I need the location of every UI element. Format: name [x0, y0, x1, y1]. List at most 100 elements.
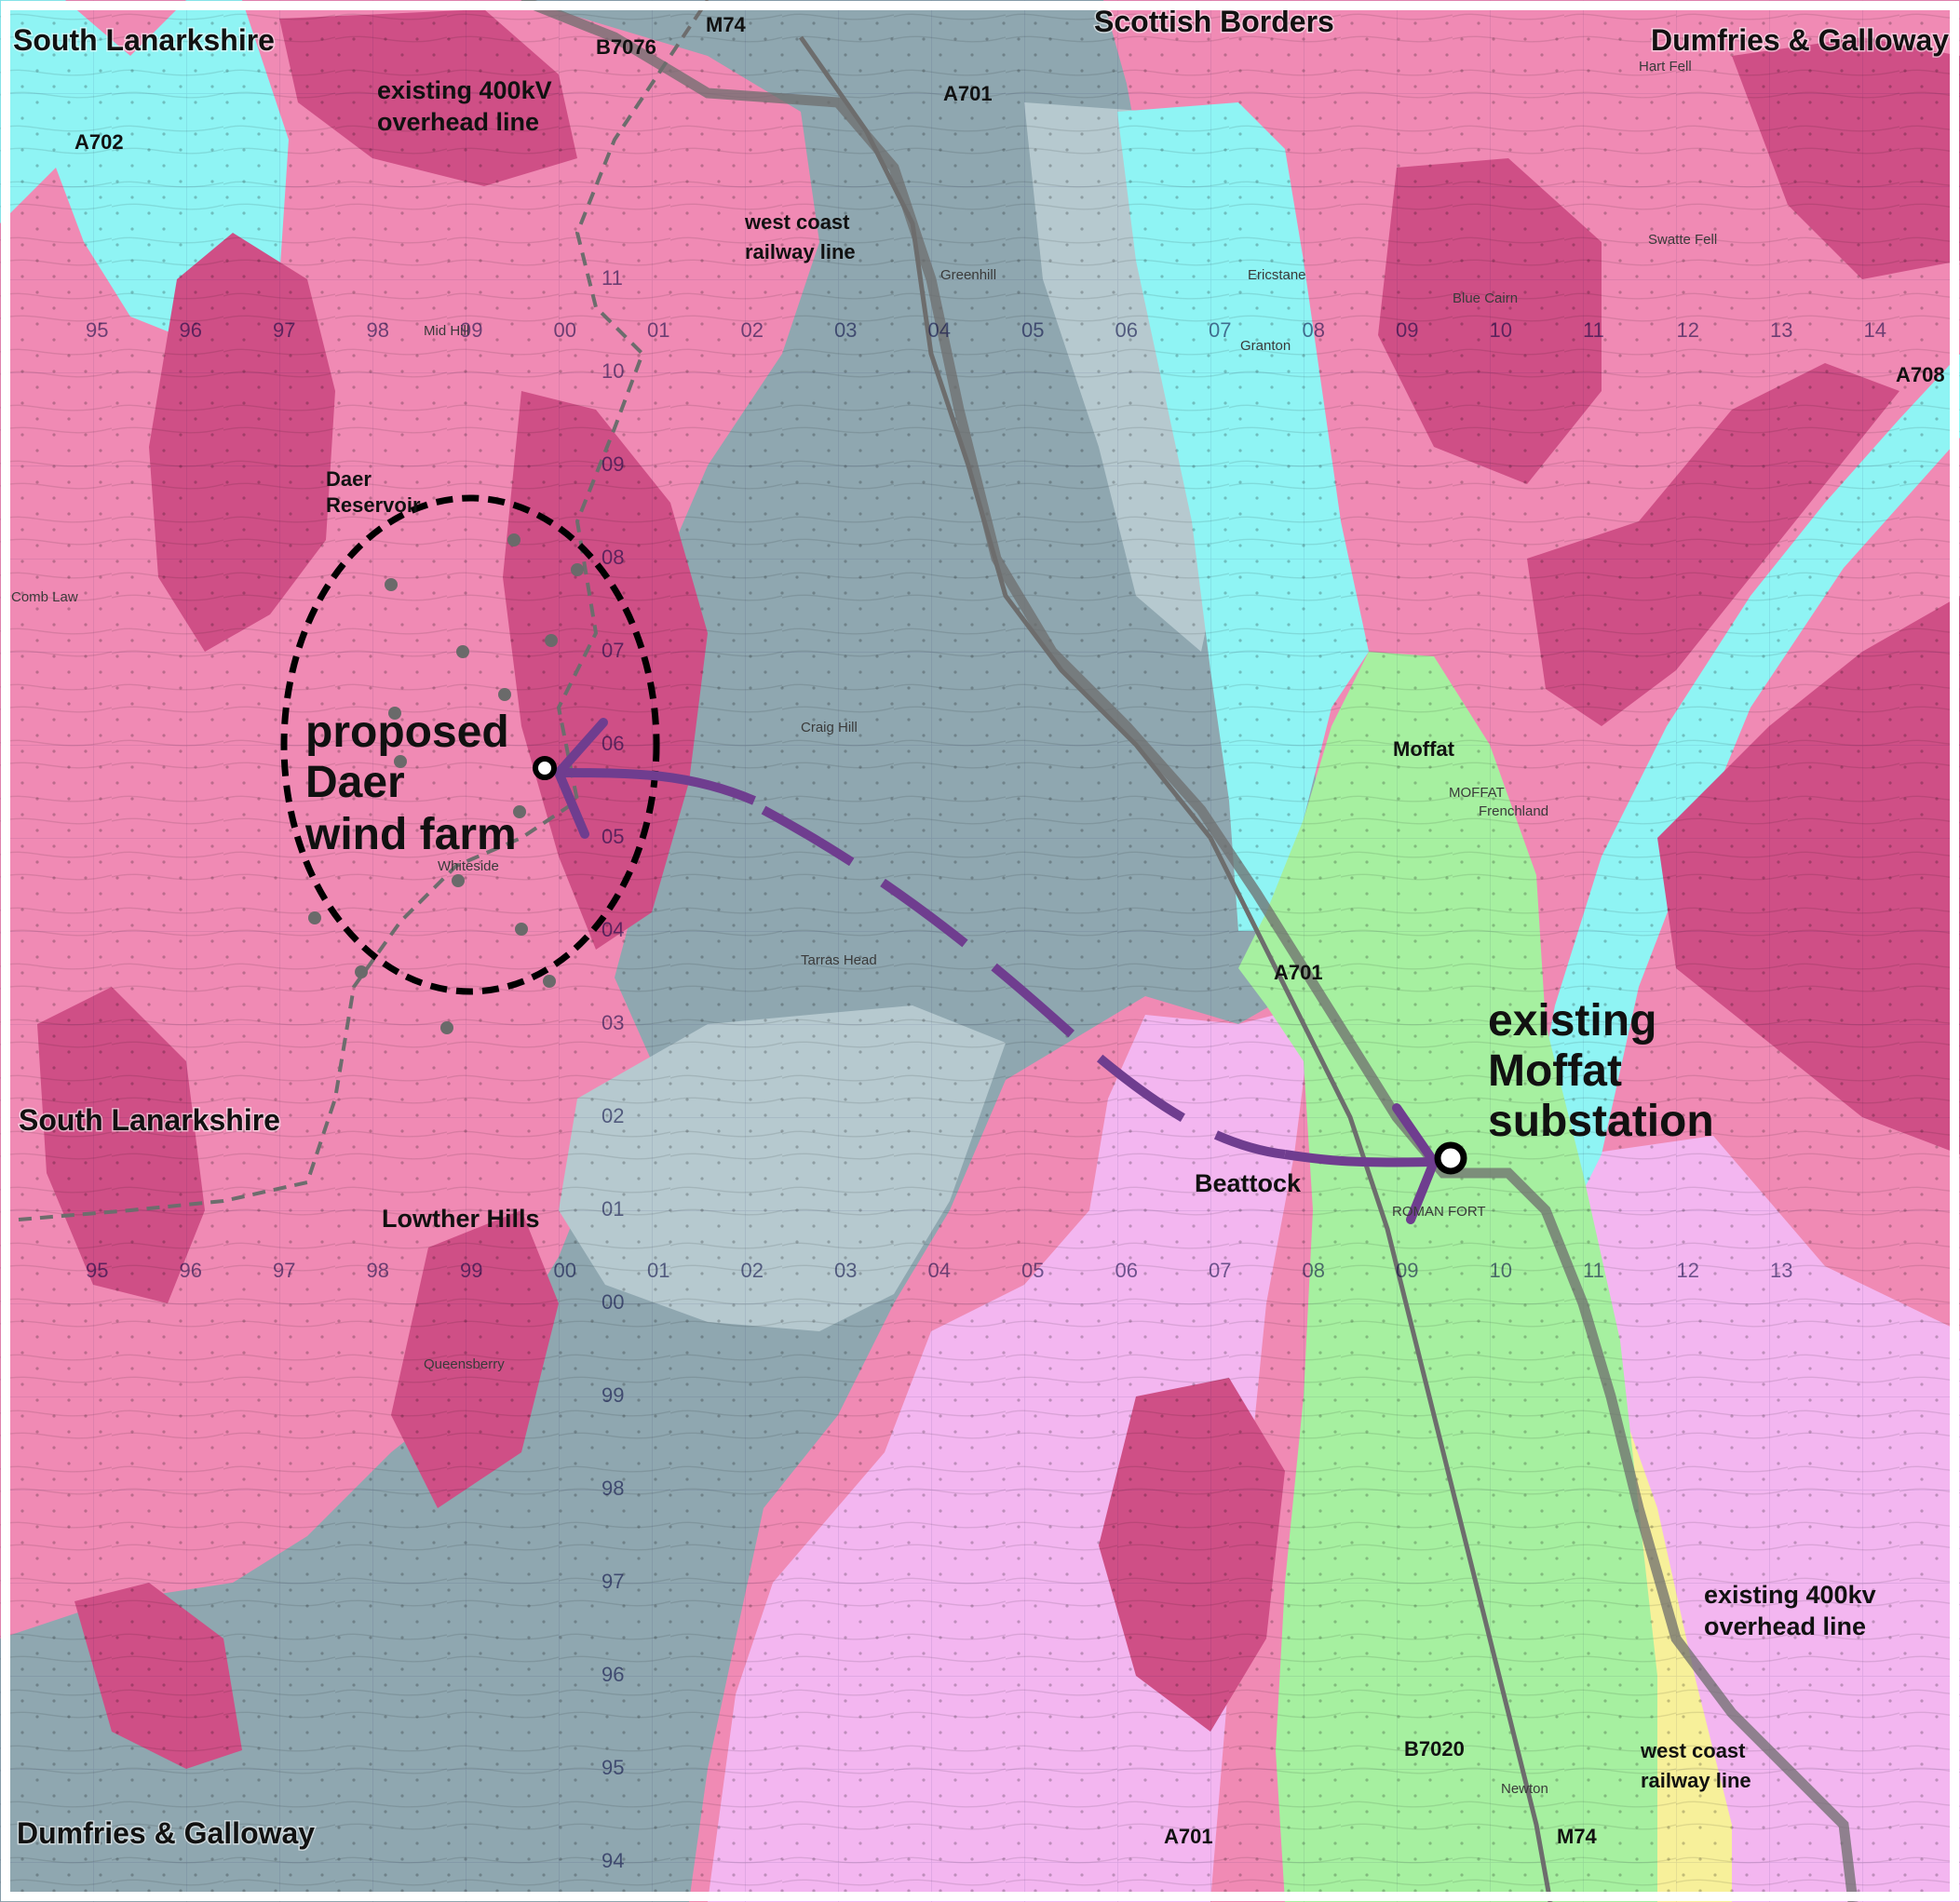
grid-reference-number: 97 [602, 1570, 624, 1593]
grid-reference-number: 95 [86, 1259, 108, 1282]
feature-label: Mid Hill [424, 323, 469, 339]
wind-turbine-icon [394, 755, 407, 768]
region-label-dumfries-galloway: Dumfries & Galloway [17, 1816, 315, 1850]
railway-label: railway line [745, 240, 856, 263]
m74-motorway [519, 0, 1859, 1902]
grid-reference-number: 11 [1583, 318, 1604, 342]
grid-reference-number: 04 [602, 918, 624, 941]
feature-label: Whiteside [438, 858, 499, 874]
feature-label: ROMAN FORT [1392, 1204, 1486, 1220]
region-label-dumfries-galloway: Dumfries & Galloway [1651, 23, 1949, 57]
grid-reference-number: 97 [273, 1259, 295, 1282]
wind-turbine-icon [388, 707, 401, 720]
west-coast-railway-line [798, 35, 1553, 1902]
feature-label: Tarras Head [801, 952, 877, 968]
overhead-line-label: overhead line [1704, 1612, 1866, 1640]
grid-reference-number: 08 [602, 546, 624, 569]
overhead-line-label: overhead line [377, 108, 539, 136]
grid-reference-number: 12 [1677, 1259, 1699, 1282]
wind-farm-title: wind farm [304, 810, 517, 859]
grid-reference-number: 96 [180, 318, 202, 342]
grid-reference-number: 95 [86, 318, 108, 342]
wind-turbine-icon [452, 874, 465, 887]
wind-turbine-icon [308, 911, 321, 924]
existing-400kv-overhead-line [18, 0, 710, 1221]
grid-reference-number: 05 [602, 825, 624, 848]
grid-reference-number: 06 [602, 732, 624, 755]
region-label-south-lanarkshire: South Lanarkshire [13, 23, 275, 57]
region-label-south-lanarkshire: South Lanarkshire [19, 1103, 280, 1137]
connection-route [558, 768, 756, 805]
feature-label: Queensberry [424, 1356, 505, 1372]
grid-reference-number: 00 [554, 1259, 576, 1282]
grid-reference-number: 03 [834, 318, 857, 342]
feature-label: Newton [1501, 1781, 1548, 1797]
moffat-substation-icon [1434, 1141, 1467, 1175]
road-label: B7076 [596, 35, 656, 59]
railway-label: west coast [1640, 1739, 1746, 1762]
wind-turbine-markers [308, 533, 584, 1034]
grid-reference-number: 99 [460, 318, 482, 342]
feature-label: Ericstane [1248, 267, 1306, 283]
reservoir-label: Daer [326, 467, 372, 491]
grid-reference-number: 98 [367, 318, 389, 342]
grid-reference-number: 97 [273, 318, 295, 342]
grid-reference-number: 03 [602, 1011, 624, 1034]
grid-reference-number: 09 [1396, 1259, 1418, 1282]
grid-reference-number: 98 [602, 1477, 624, 1500]
grid-reference-number: 07 [602, 639, 624, 662]
grid-reference-number: 07 [1209, 318, 1231, 342]
grid-reference-number: 02 [602, 1104, 624, 1127]
wind-turbine-icon [440, 1021, 453, 1034]
grid-reference-number: 00 [554, 318, 576, 342]
grid-reference-number: 09 [602, 452, 624, 476]
hills-label: Lowther Hills [382, 1205, 540, 1233]
grid-reference-number: 98 [367, 1259, 389, 1282]
grid-reference-number: 11 [1583, 1259, 1604, 1282]
grid-reference-number: 14 [1864, 318, 1886, 342]
wind-turbine-icon [385, 578, 398, 591]
road-label: A708 [1896, 363, 1945, 386]
grid-reference-number: 05 [1021, 1259, 1044, 1282]
overhead-line-label: existing 400kv [1704, 1581, 1876, 1609]
grid-reference-number: 08 [1303, 1259, 1325, 1282]
reservoir-label: Reservoir [326, 493, 421, 517]
grid-reference-number: 96 [180, 1259, 202, 1282]
connection-route-end [1284, 1150, 1435, 1167]
town-label-beattock: Beattock [1195, 1169, 1302, 1197]
road-label: M74 [1557, 1825, 1598, 1848]
grid-reference-number: 96 [602, 1663, 624, 1686]
feature-label: Greenhill [940, 267, 996, 283]
grid-reference-number: 06 [1115, 318, 1138, 342]
substation-title: Moffat [1488, 1046, 1622, 1096]
wind-turbine-icon [355, 965, 368, 978]
feature-label: MOFFAT [1449, 785, 1505, 801]
feature-label: Hart Fell [1639, 59, 1692, 74]
road-label: A701 [943, 82, 993, 105]
wind-turbine-icon [456, 645, 469, 658]
feature-label: Craig Hill [801, 720, 858, 735]
grid-reference-number: 02 [741, 1259, 764, 1282]
wind-turbine-icon [507, 533, 520, 546]
grid-reference-number: 94 [602, 1849, 624, 1872]
wind-turbine-icon [513, 805, 526, 818]
feature-label: Comb Law [11, 589, 78, 605]
grid-reference-number: 03 [834, 1259, 857, 1282]
grid-reference-number: 07 [1209, 1259, 1231, 1282]
overhead-line-label: existing 400kV [377, 76, 552, 104]
grid-reference-number: 95 [602, 1756, 624, 1779]
grid-reference-number: 10 [1490, 1259, 1512, 1282]
railway-label: railway line [1641, 1769, 1751, 1792]
grid-reference-number: 06 [1115, 1259, 1138, 1282]
grid-reference-number: 04 [928, 318, 951, 342]
wind-farm-connection-point-icon [533, 756, 557, 780]
wind-turbine-icon [498, 688, 511, 701]
grid-reference-number: 11 [602, 266, 623, 290]
substation-title: substation [1488, 1097, 1714, 1146]
road-label: A702 [74, 130, 124, 154]
grid-reference-number: 05 [1021, 318, 1044, 342]
